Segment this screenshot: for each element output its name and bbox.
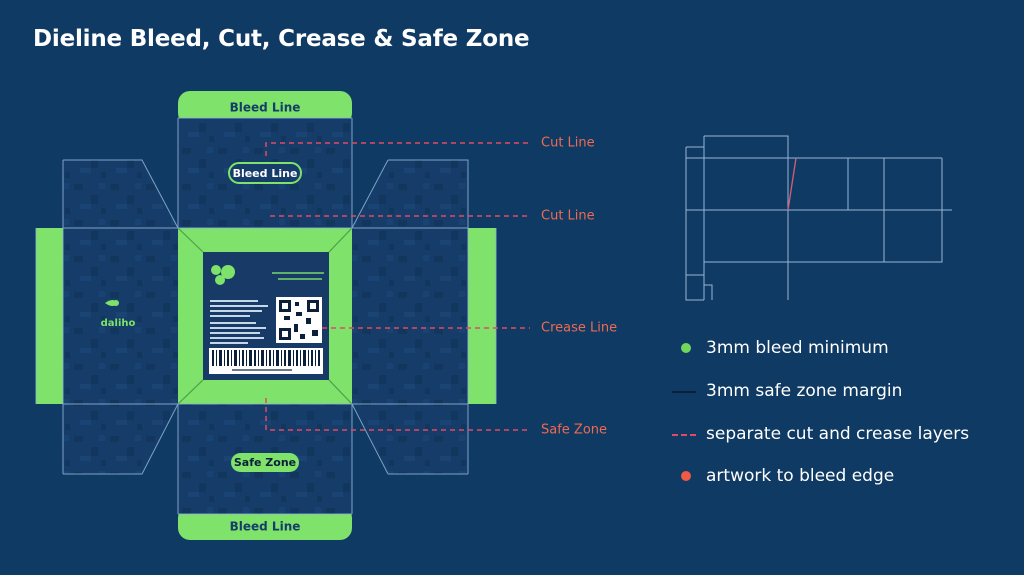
legend-text: 3mm bleed minimum (706, 338, 889, 358)
page-title: Dieline Bleed, Cut, Crease & Safe Zone (33, 26, 530, 52)
left-side-panel (63, 228, 178, 404)
schematic-highlight (787, 157, 797, 211)
callout-safe-zone: Safe Zone (541, 423, 607, 438)
bottom-left-dust-flap (63, 404, 178, 474)
svg-text:Bleed Line: Bleed Line (233, 167, 298, 180)
brand-name: daliho (101, 318, 136, 329)
top-tab-label: Bleed Line (230, 101, 301, 115)
callout-leaders (265, 142, 530, 431)
brand-mark (211, 265, 235, 285)
box-dieline: daliho Bleed Line Bleed Line Bleed Line … (35, 91, 497, 540)
label-text-lines (210, 272, 324, 344)
right-side-panel (352, 228, 468, 404)
qr-code (276, 297, 322, 343)
navy-line-icon (672, 377, 698, 407)
pink-dash-icon (672, 420, 698, 450)
legend-text: separate cut and crease layers (706, 424, 970, 444)
legend-text: 3mm safe zone margin (706, 381, 903, 401)
bottom-right-dust-flap (352, 404, 468, 474)
barcode (209, 348, 323, 374)
bottom-tab-label: Bleed Line (230, 520, 301, 534)
red-dot-icon (672, 462, 698, 492)
brand-logo-icon (105, 300, 119, 306)
svg-text:Safe Zone: Safe Zone (234, 456, 296, 469)
top-left-dust-flap (63, 160, 178, 228)
callout-crease-line: Crease Line (541, 321, 617, 336)
top-right-dust-flap (352, 160, 468, 228)
dieline-schematic (685, 135, 952, 301)
bleed-line-pill: Bleed Line (228, 162, 302, 184)
callout-cut-line-1: Cut Line (541, 136, 595, 151)
safe-zone-pill: Safe Zone (231, 453, 299, 472)
top-tab-bleed (178, 91, 352, 125)
green-dot-icon (672, 334, 698, 364)
callout-cut-line-2: Cut Line (541, 209, 595, 224)
legend-text: artwork to bleed edge (706, 466, 895, 486)
